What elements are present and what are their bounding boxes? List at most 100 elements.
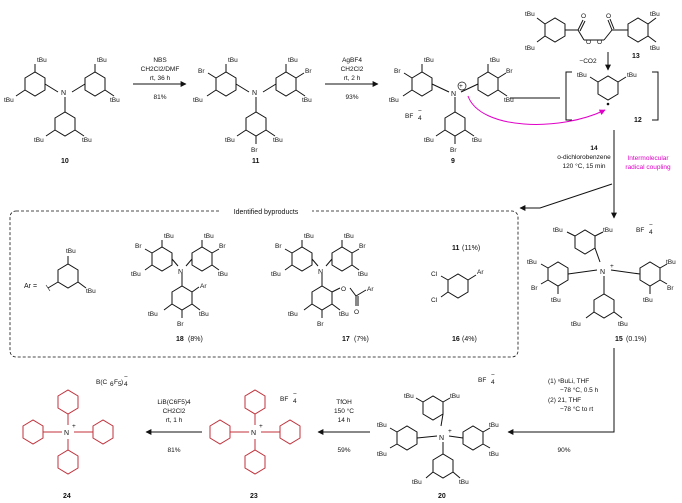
counterion-bf4-9: BF (405, 113, 413, 120)
tbu-label: tBu (643, 297, 653, 304)
n-atom-17: N (318, 269, 323, 276)
byproducts-box (9, 210, 519, 358)
compound-16 (440, 273, 477, 299)
radical-coupling-label-1: Intermolecular (627, 155, 669, 162)
compound-23 (209, 389, 301, 475)
n-atom-20: N (439, 435, 444, 442)
plus-charge: + (610, 263, 614, 270)
tbu-label: tBu (525, 45, 535, 52)
compound-15 (540, 229, 668, 319)
tbu-label: tBu (148, 311, 158, 318)
tbu-label: tBu (302, 97, 312, 104)
tbu-label: tBu (551, 297, 561, 304)
step6-yield: 59% (337, 447, 350, 454)
tbu-label: tBu (450, 393, 460, 400)
tbu-label: tBu (273, 137, 283, 144)
br-label: Br (359, 243, 366, 250)
br-label: Br (177, 321, 184, 328)
minus-charge: − (418, 108, 422, 115)
subscript-4: 4 (491, 379, 495, 386)
tbu-label: tBu (650, 45, 660, 52)
cl-label: Cl (431, 271, 438, 278)
minus-charge: − (649, 222, 653, 229)
n-atom-18: N (178, 269, 183, 276)
byproduct-arrow (519, 183, 613, 211)
tbu-label: tBu (164, 233, 174, 240)
step6-temp: 150 °C (334, 407, 354, 415)
br-label: Br (506, 68, 513, 75)
tbu-label: tBu (86, 288, 96, 295)
tbu-label: tBu (404, 393, 414, 400)
ar-definition-label: Ar = (24, 283, 37, 290)
step5-line1: (1) ⁿBuLi, THF (548, 378, 589, 385)
tbu-label: tBu (344, 233, 354, 240)
br-label: Br (667, 285, 674, 292)
tbu-label: tBu (627, 72, 637, 79)
step1-solvent: CH2Cl2/DMF (141, 66, 180, 73)
compound-label-11: 11 (252, 158, 260, 165)
tbu-label: tBu (204, 233, 214, 240)
compound-20 (389, 395, 491, 479)
n-atom-11: N (252, 90, 257, 97)
tbu-label: tBu (288, 57, 298, 64)
byproducts-header-bg (220, 205, 312, 217)
n-atom-23: N (251, 430, 256, 437)
step1-yield: 81% (153, 94, 166, 101)
tbu-label: tBu (571, 321, 581, 328)
tbu-label: tBu (618, 321, 628, 328)
radical-cation-marker (457, 81, 467, 91)
reaction-arrow-5 (507, 348, 615, 435)
subscript-4: 4 (293, 398, 297, 405)
close-paren: ) (121, 379, 123, 386)
ar-substituent: Ar (200, 283, 207, 290)
step7-reagent: LiB(C6F5)4 (157, 399, 191, 406)
compound-13 (536, 17, 657, 43)
compound-11 (206, 64, 306, 144)
counterion-bf4-23: BF (280, 396, 288, 403)
br-label: Br (275, 243, 282, 250)
tbu-label: tBu (225, 137, 235, 144)
tbu-label: tBu (489, 451, 499, 458)
br-label: Br (394, 68, 401, 75)
br-label: Br (219, 243, 226, 250)
compound-label-18: 18 (176, 336, 184, 343)
br-label: Br (198, 68, 205, 75)
tbu-label: tBu (504, 97, 514, 104)
tbu-label: tBu (377, 451, 387, 458)
minus-charge: − (491, 372, 495, 379)
tbu-label: tBu (228, 57, 238, 64)
n-atom-15: N (600, 269, 605, 276)
o-atom: O (606, 13, 611, 20)
step5-line3: (2) 21, THF (548, 397, 581, 404)
plus-charge: + (72, 423, 76, 430)
minus-charge: − (124, 374, 128, 381)
tbu-label: tBu (97, 57, 107, 64)
o-atom: O (586, 39, 591, 46)
f-atom: F (114, 379, 118, 386)
tbu-label: tBu (4, 97, 14, 104)
compound-label-9: 9 (451, 158, 455, 165)
compound-label-23: 23 (250, 493, 258, 500)
ar-substituent: Ar (367, 286, 374, 293)
step1-reagent: NBS (153, 57, 167, 64)
o-atom: O (597, 39, 602, 46)
compound-label-15: 15 (615, 336, 623, 343)
step2-conditions: rt, 2 h (344, 75, 361, 82)
n-atom-24: N (64, 430, 69, 437)
br-label: Br (531, 285, 538, 292)
compound-18 (144, 240, 220, 318)
tbu-label: tBu (304, 233, 314, 240)
byproducts-header: Identified byproducts (234, 209, 299, 216)
subscript-4: 4 (418, 115, 422, 122)
tbu-label: tBu (271, 271, 281, 278)
tbu-label: tBu (577, 72, 587, 79)
step7-yield: 81% (167, 447, 180, 454)
compound-24 (22, 389, 114, 475)
compound-label-12: 12 (634, 117, 642, 124)
step5-yield: 90% (557, 447, 570, 454)
step2-reagent: AgBF4 (342, 57, 362, 64)
step4-reagent: 14 (590, 145, 598, 152)
ar-group (45, 256, 87, 292)
tbu-label: tBu (459, 479, 469, 486)
br-label: Br (135, 243, 142, 250)
